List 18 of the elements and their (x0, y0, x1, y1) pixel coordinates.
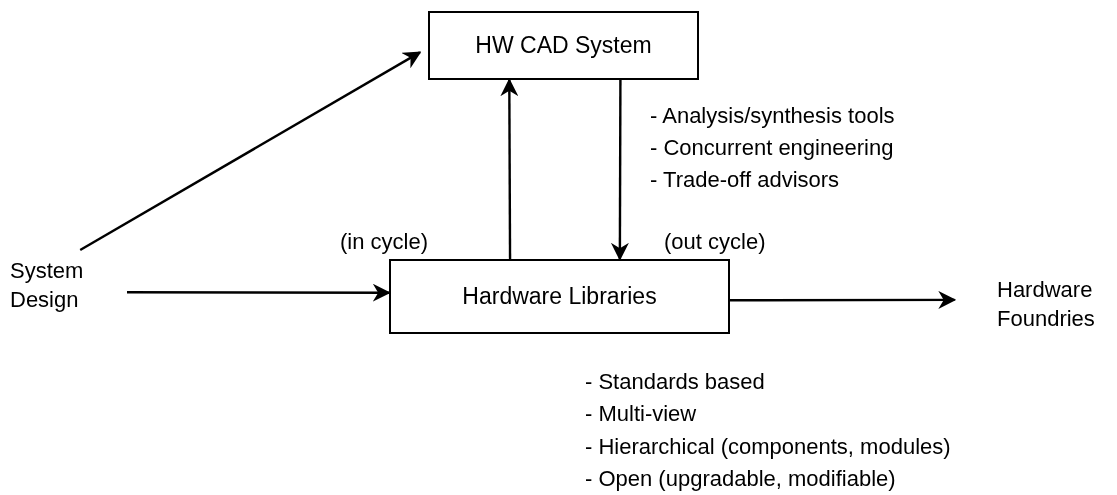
note-text: - Hierarchical (components, modules) (585, 433, 951, 461)
arrow (610, 80, 629, 261)
arrow (730, 290, 957, 309)
note-text: - Open (upgradable, modifiable) (585, 465, 896, 493)
arrow (79, 51, 422, 252)
arrow (127, 283, 391, 302)
arrow (500, 78, 519, 259)
note-text: (in cycle) (340, 228, 428, 256)
note-text: - Concurrent engineering (650, 134, 894, 162)
node-label: Hardware Foundries (997, 273, 1115, 337)
note-text: - Analysis/synthesis tools (650, 102, 895, 130)
note-text: - Multi-view (585, 400, 697, 428)
note-text: (out cycle) (664, 228, 766, 256)
process-box: HW CAD System (428, 11, 699, 80)
note-text: - Standards based (585, 368, 765, 396)
process-box: Hardware Libraries (389, 259, 730, 334)
note-text: - Trade-off advisors (650, 166, 840, 194)
node-label: System Design (10, 255, 100, 317)
